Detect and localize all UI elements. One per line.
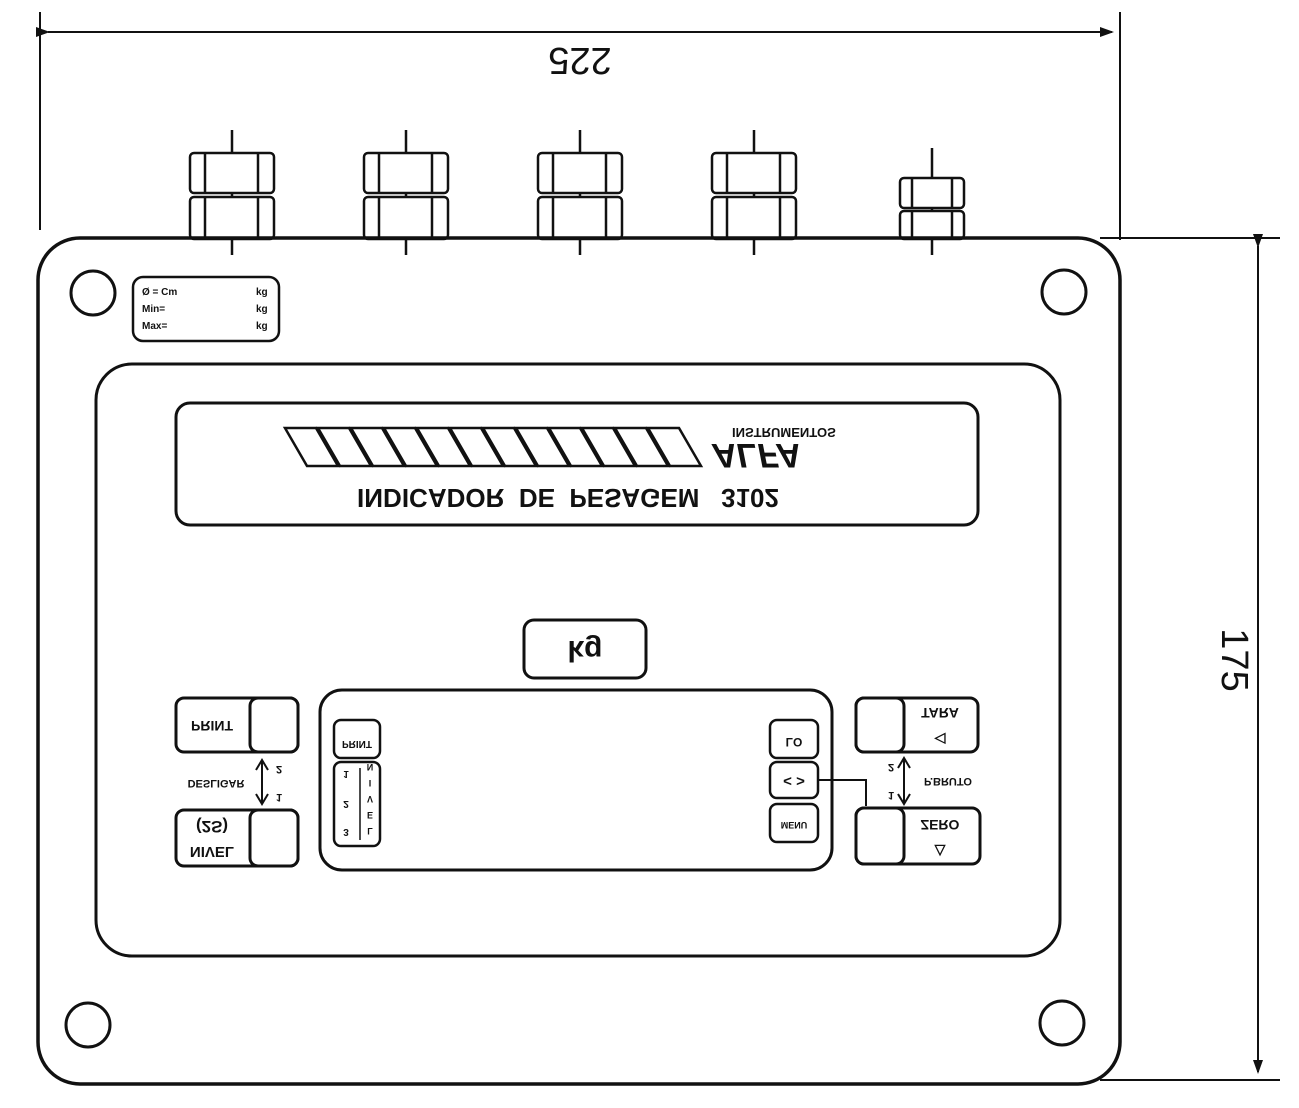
p-bruto-label: P.BRUTO <box>924 775 972 787</box>
menu-button-label: MENU <box>781 820 808 830</box>
spec-label-unit-1: kg <box>256 287 268 298</box>
menu-button[interactable]: MENU <box>768 802 820 844</box>
selector-right-0: 1 <box>343 768 349 779</box>
zero-key-button[interactable] <box>854 806 906 866</box>
p-bruto-indicator: 2 1 P.BRUTO <box>888 756 972 806</box>
selector-left-4: L <box>367 826 373 836</box>
width-dimension-label: 225 <box>548 39 611 81</box>
tara-key-arrow: ◁ <box>934 729 946 745</box>
cable-gland-2 <box>362 130 450 255</box>
enclosure-outline <box>36 236 1122 1086</box>
inner-print-label: PRINT <box>342 738 372 749</box>
brand-stripes <box>282 426 704 468</box>
cable-glands <box>188 130 966 255</box>
zero-key[interactable]: ZERO ▽ <box>854 806 982 866</box>
tara-key-button[interactable] <box>854 696 906 754</box>
selector-right-2: 3 <box>343 826 349 837</box>
display-window <box>174 401 980 527</box>
lo-button-label: LO <box>786 735 803 749</box>
mounting-hole-bottom-right <box>1038 999 1086 1047</box>
brand-subtitle: INSTRUMENTOS <box>732 425 836 440</box>
inner-print-button[interactable]: PRINT <box>332 718 382 760</box>
spec-label-line3: Max= <box>142 321 167 332</box>
cable-gland-3 <box>536 130 624 255</box>
desligar-num-2: 2 <box>276 763 282 775</box>
print-key-button[interactable] <box>248 696 300 754</box>
arrows-button[interactable]: < > <box>768 760 820 800</box>
nivel-key[interactable]: (2S) NIVEL <box>174 808 300 868</box>
spec-label-unit-2: kg <box>256 304 268 315</box>
selector-left-1: I <box>369 778 372 788</box>
tara-key[interactable]: TARA ◁ <box>854 696 980 754</box>
mounting-hole-bottom-left <box>64 1001 112 1049</box>
front-panel <box>94 362 1062 958</box>
nivel-key-label: NIVEL <box>190 843 234 860</box>
width-dimension <box>36 12 1121 240</box>
cable-gland-4 <box>710 130 798 255</box>
print-key-label: PRINT <box>191 718 233 734</box>
selector-right-1: 2 <box>343 798 349 809</box>
spec-label-line1: Ø = Cm <box>142 287 177 298</box>
selector-left-2: V <box>367 794 373 804</box>
arrows-connector-line <box>818 779 867 806</box>
spec-label-plate: Ø = Cm Min= Max= kg kg kg <box>131 275 281 343</box>
selector-left-3: E <box>367 810 373 820</box>
zero-key-label: ZERO <box>921 817 960 833</box>
height-dimension <box>1100 234 1280 1081</box>
mounting-hole-top-left <box>69 269 117 317</box>
desligar-label: DESLIGAR <box>188 777 245 789</box>
mounting-hole-top-right <box>1040 268 1088 316</box>
desligar-indicator: DESLIGAR 2 1 <box>188 758 282 806</box>
level-selector[interactable]: N I V E L 1 2 3 <box>332 760 382 848</box>
nivel-key-button[interactable] <box>248 808 300 868</box>
nivel-key-sub: (2S) <box>196 817 228 836</box>
mounting-holes <box>64 268 1088 1049</box>
spec-label-line2: Min= <box>142 304 165 315</box>
desligar-num-1: 1 <box>276 791 282 803</box>
unit-window-label: kg <box>567 634 602 667</box>
arrows-button-label: < > <box>783 773 805 790</box>
p-bruto-num-1: 1 <box>888 789 894 801</box>
product-name: INDICADOR DE PESAGEM 3102 <box>357 483 779 513</box>
brand-name: ALFA <box>711 436 801 474</box>
lo-button[interactable]: LO <box>768 718 820 760</box>
tara-key-label: TARA <box>921 705 959 721</box>
height-dimension-label: 175 <box>1213 628 1255 691</box>
inner-control-panel: PRINT N I V E L 1 2 3 LO < > MENU <box>318 688 867 872</box>
zero-key-arrow: ▽ <box>934 841 947 857</box>
spec-label-unit-3: kg <box>256 321 268 332</box>
display-area: ALFA INSTRUMENTOS INDICADOR DE PESAGEM 3… <box>174 401 980 527</box>
unit-window: kg <box>522 618 648 680</box>
cable-gland-5 <box>898 148 966 255</box>
p-bruto-num-2: 2 <box>888 761 894 773</box>
selector-left-0: N <box>367 762 374 772</box>
print-key[interactable]: PRINT <box>174 696 300 754</box>
